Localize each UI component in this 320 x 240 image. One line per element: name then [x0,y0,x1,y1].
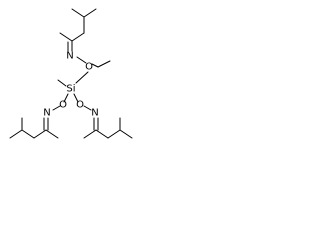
bond-left-c-ch2 [33,129,47,139]
right-oxime-arm [83,105,133,139]
atom-o-top: O [85,62,93,73]
atom-n-right: N [91,108,98,119]
atom-o-right: O [76,100,84,111]
top-oxime-arm [59,8,111,68]
bond-top-ch-methyl [97,60,111,68]
bond-si-methyl [57,79,67,87]
bond-left-ch2-ch [21,129,35,139]
bond-top-o-ch [91,63,99,68]
atom-o-left: O [59,100,67,111]
bond-top-isobutyl-1 [71,8,85,18]
bond-right-c-methyl [83,129,97,139]
bond-si-o-left [63,93,69,103]
bond-right-c-ch2 [95,129,109,139]
bond-right-o-n [83,105,92,111]
atom-si: Si [66,84,75,95]
atom-n-top: N [66,51,73,62]
bond-left-c-methyl [45,129,59,139]
atom-labels: N O Si O O N N [43,51,98,119]
bond-right-ch-methyl-1 [119,129,133,139]
bond-top-isobutyl-2 [83,8,97,18]
atom-n-left: N [43,108,50,119]
bond-top-n-o [76,56,87,64]
bond-top-c-methyl [59,32,73,42]
bond-top-ch2-c [71,32,85,42]
bond-right-ch2-ch [107,129,121,139]
left-oxime-arm [9,105,61,139]
bond-o-si [75,71,89,84]
bond-left-ch-methyl-1 [9,129,23,139]
silicon-center [57,71,89,103]
molecule-diagram: N O Si O O N N [9,8,133,139]
bond-si-o-right [73,93,79,103]
bond-left-o-n [52,105,61,111]
